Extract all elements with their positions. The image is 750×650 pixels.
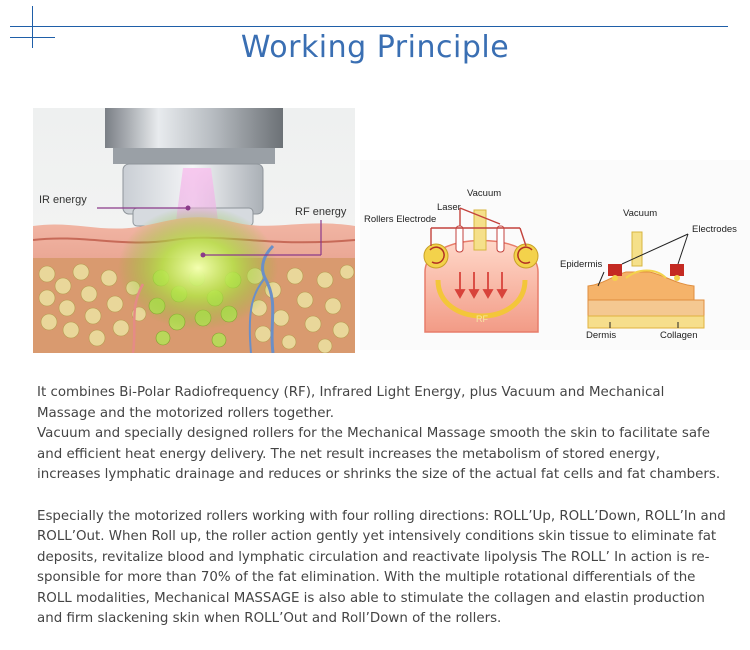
paragraph-vacuum-rollers: Vacuum and specially designed rollers fo… <box>37 426 721 482</box>
paragraph-intro: It combines Bi-Polar Radiofrequency (RF)… <box>37 385 665 421</box>
corner-mark-vertical <box>32 6 33 48</box>
laser-label: Laser <box>437 202 461 213</box>
rf-label: RF <box>476 314 488 324</box>
vacuum-label-left: Vacuum <box>467 188 501 199</box>
skin-layer-diagram-right: Vacuum Electrodes Epidermis Dermis Colla… <box>560 208 737 341</box>
ir-energy-label: IR energy <box>39 194 87 206</box>
vacuum-label-right: Vacuum <box>623 208 657 219</box>
header-rule <box>10 26 728 27</box>
roller-diagram-left: Vacuum Laser Rollers Electrode RF <box>364 188 539 333</box>
roller-mechanism-diagram: Vacuum Laser Rollers Electrode RF Vacuum… <box>360 160 750 350</box>
device-skin-illustration: IR energy RF energy <box>33 108 355 353</box>
rf-energy-label: RF energy <box>295 206 347 218</box>
rollers-electrode-label: Rollers Electrode <box>364 214 436 225</box>
page-title: Working Principle <box>240 30 510 65</box>
paragraph-motorized-rollers: Especially the motorized rollers working… <box>37 508 726 627</box>
epidermis-label: Epidermis <box>560 259 602 270</box>
collagen-label: Collagen <box>660 330 698 341</box>
dermis-label: Dermis <box>586 330 616 341</box>
electrodes-label: Electrodes <box>692 224 737 235</box>
description-text: It combines Bi-Polar Radiofrequency (RF)… <box>37 383 727 630</box>
